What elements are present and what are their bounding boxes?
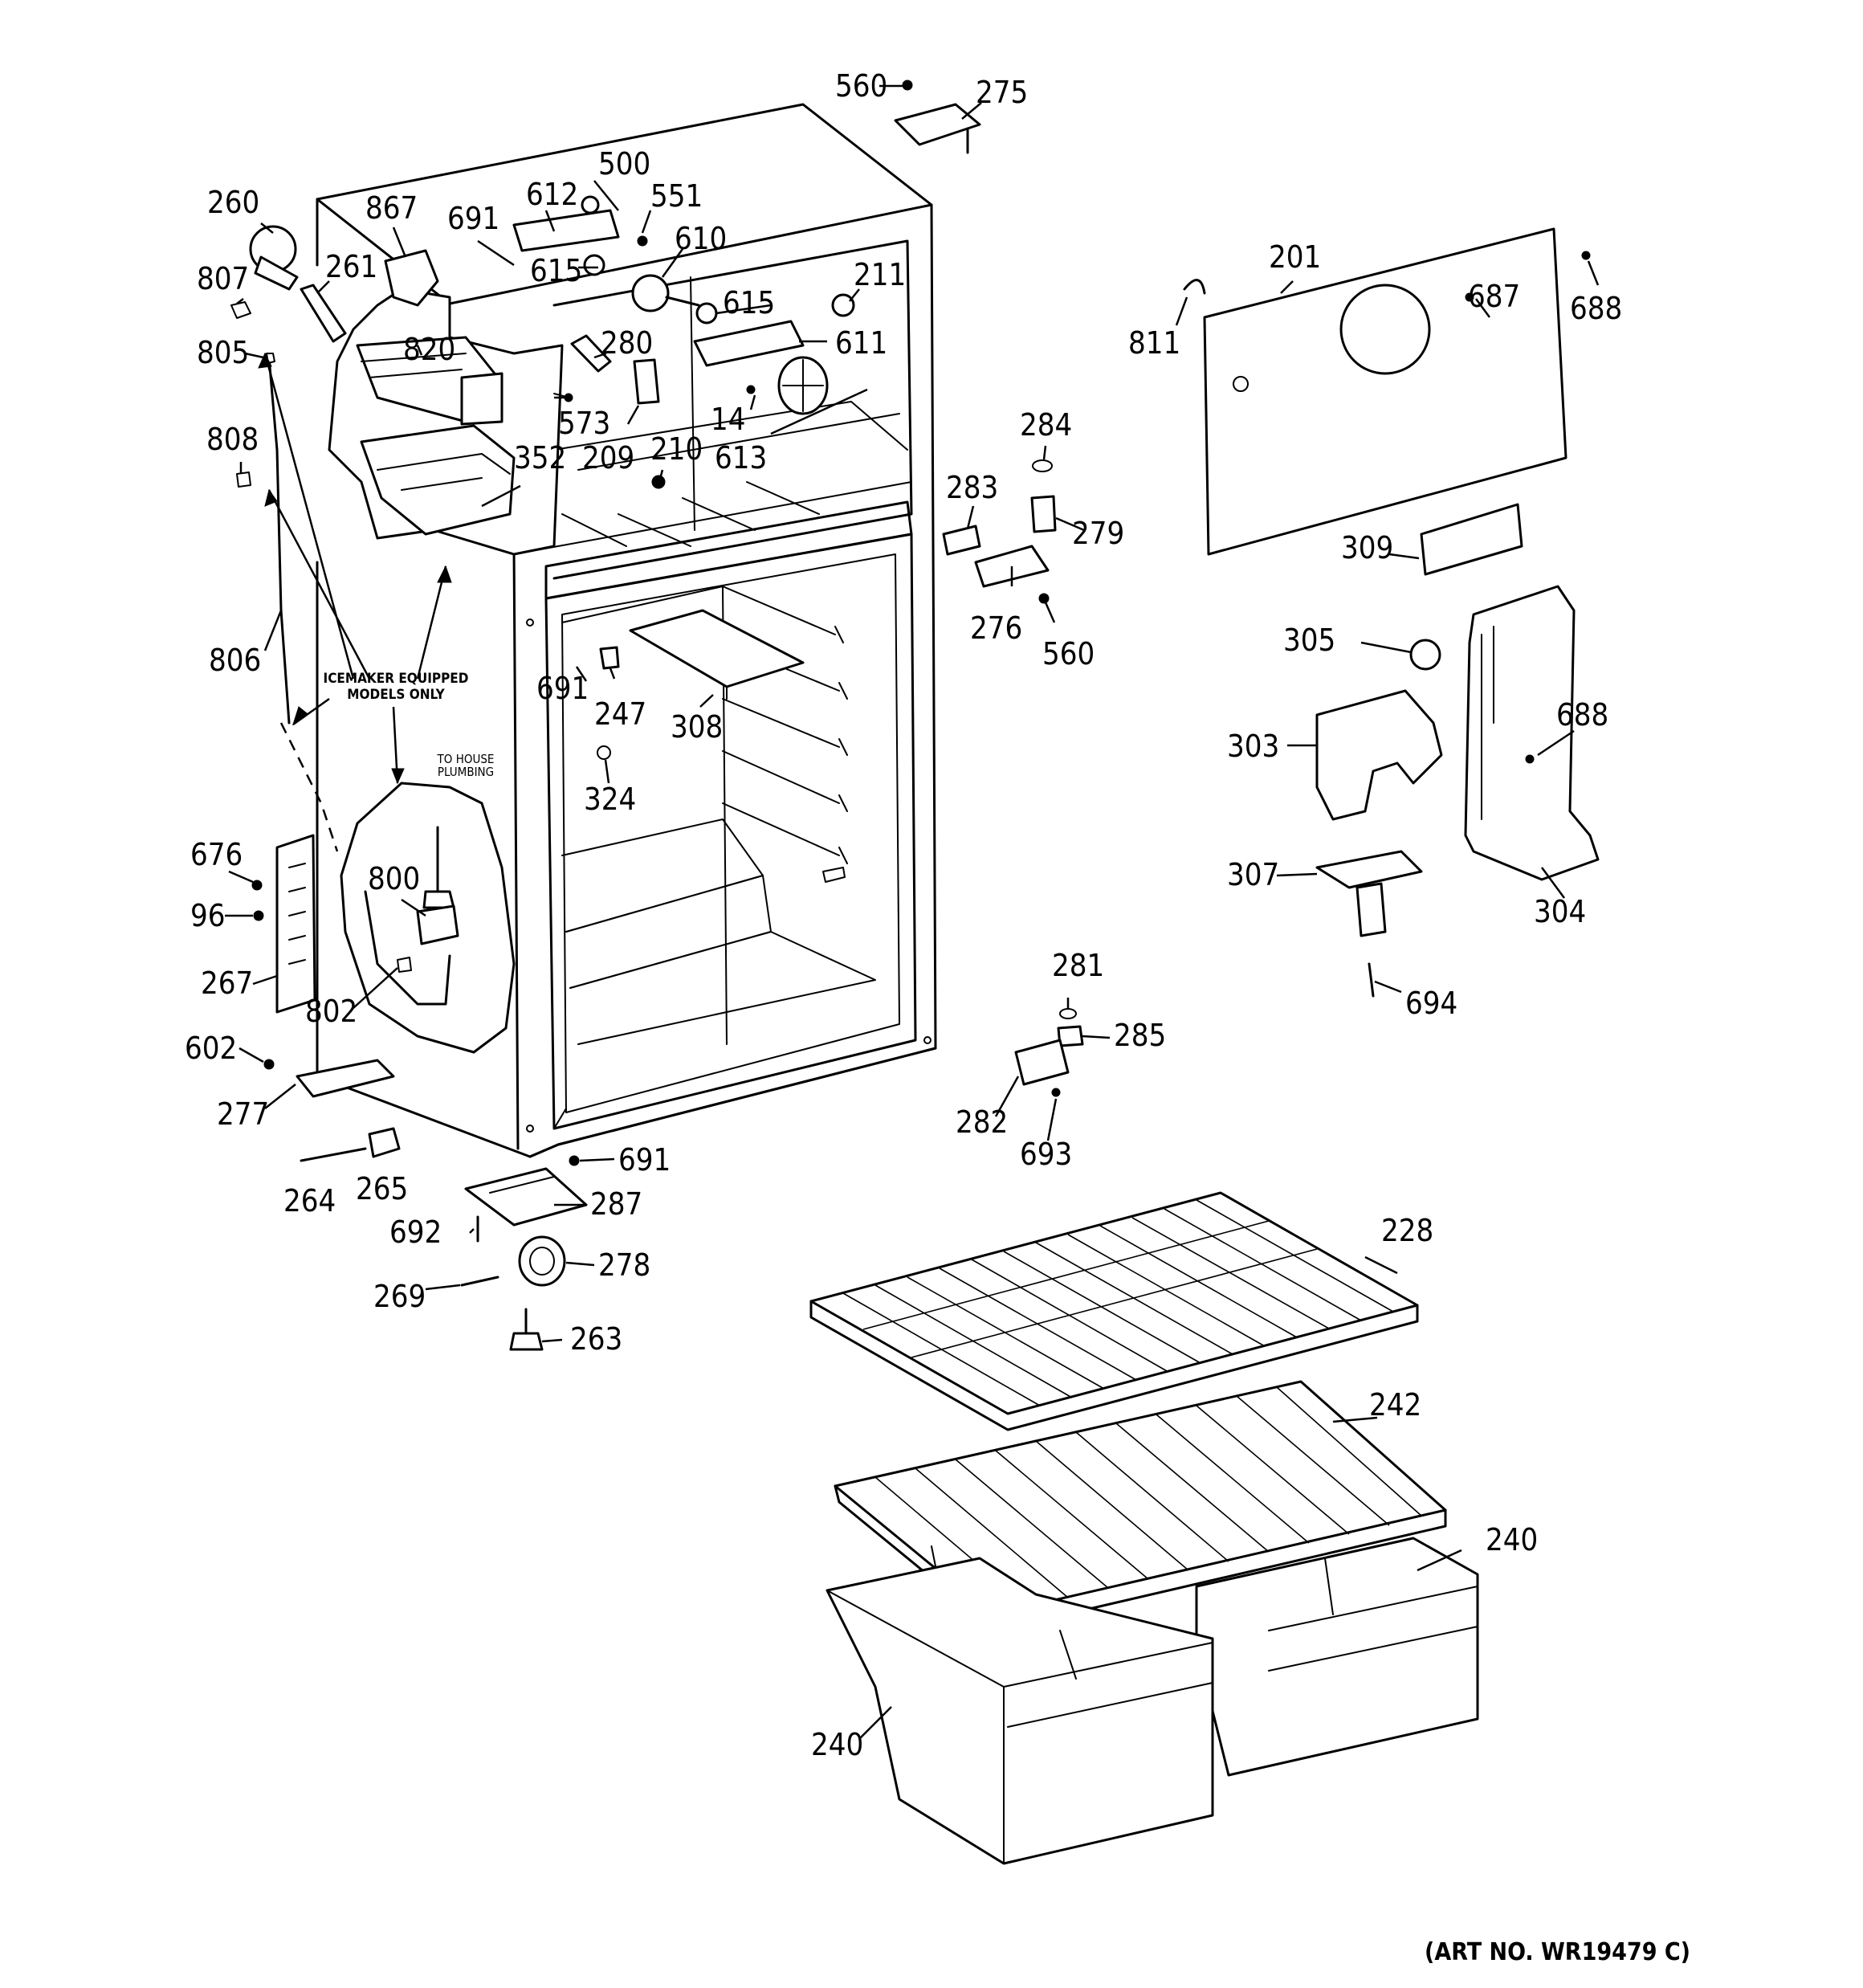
part-label-269: 269: [373, 1279, 426, 1314]
part-label-805: 805: [197, 335, 249, 370]
part-label-676: 676: [190, 837, 243, 872]
leader-lines: [225, 84, 1600, 1740]
part-label-500: 500: [598, 146, 650, 182]
part-label-309: 309: [1341, 530, 1393, 565]
part-label-283: 283: [946, 470, 998, 505]
part-label-240-left: 240: [811, 1727, 863, 1762]
evaporator-cover: [1183, 227, 1591, 576]
part-label-307: 307: [1227, 857, 1279, 892]
plumbing-note-line-1: TO HOUSE: [437, 752, 495, 766]
part-label-602: 602: [185, 1031, 237, 1066]
part-label-820: 820: [403, 332, 455, 367]
icemaker-note-line-2: MODELS ONLY: [347, 687, 445, 703]
part-label-285: 285: [1114, 1018, 1166, 1053]
cabinet-body: [316, 103, 937, 1158]
part-label-807: 807: [197, 261, 249, 296]
part-label-261: 261: [325, 249, 377, 284]
part-label-211: 211: [854, 257, 906, 292]
part-label-247: 247: [594, 696, 646, 732]
part-label-96: 96: [190, 898, 226, 933]
part-label-278: 278: [598, 1247, 650, 1283]
part-label-615-right: 615: [723, 285, 775, 320]
part-label-276: 276: [970, 610, 1022, 646]
part-label-287: 287: [590, 1186, 642, 1222]
art-number: (ART NO. WR19479 C): [1425, 1938, 1690, 1966]
wire-shelf: [809, 1191, 1419, 1431]
part-label-279: 279: [1072, 516, 1124, 551]
part-label-264: 264: [283, 1183, 336, 1219]
part-label-688-top: 688: [1570, 291, 1622, 326]
part-label-687: 687: [1468, 279, 1520, 314]
part-label-691-shelf: 691: [536, 671, 589, 706]
part-label-14: 14: [711, 402, 746, 437]
part-label-263: 263: [570, 1321, 622, 1357]
part-label-242: 242: [1369, 1387, 1421, 1423]
part-label-305: 305: [1283, 623, 1335, 658]
part-label-260: 260: [207, 185, 259, 220]
part-label-304: 304: [1534, 894, 1586, 929]
shelf-brackets: [597, 609, 805, 760]
icemaker-note-line-1: ICEMAKER EQUIPPED: [324, 671, 469, 687]
part-label-284: 284: [1020, 407, 1072, 443]
part-label-808: 808: [206, 422, 259, 457]
part-label-282: 282: [956, 1104, 1008, 1140]
part-label-352: 352: [514, 440, 566, 476]
part-label-806: 806: [209, 643, 261, 678]
part-label-324: 324: [584, 782, 636, 817]
part-label-275: 275: [976, 75, 1028, 110]
water-valve-inset: [340, 782, 516, 1054]
part-label-691-top: 691: [447, 201, 499, 236]
hinge-parts-left: [251, 834, 588, 1351]
top-hinge: [894, 80, 981, 154]
notes: ICEMAKER EQUIPPED MODELS ONLY TO HOUSE P…: [324, 671, 1690, 1966]
part-label-201: 201: [1269, 239, 1321, 275]
part-label-277: 277: [217, 1096, 269, 1132]
part-label-560-mid: 560: [1042, 636, 1095, 672]
part-label-612: 612: [526, 177, 578, 212]
part-label-692: 692: [389, 1214, 442, 1250]
part-label-281: 281: [1052, 948, 1104, 983]
part-label-800: 800: [368, 861, 420, 896]
part-label-693: 693: [1020, 1137, 1072, 1172]
plumbing-note-line-2: PLUMBING: [438, 765, 494, 779]
part-label-691-bottom: 691: [618, 1142, 671, 1178]
ice-dispenser-parts: [1315, 585, 1600, 998]
part-label-267: 267: [201, 965, 253, 1001]
part-label-611: 611: [835, 325, 887, 361]
part-label-811: 811: [1128, 325, 1180, 361]
part-label-867: 867: [365, 190, 418, 226]
part-label-280: 280: [601, 325, 653, 361]
part-label-210: 210: [650, 431, 703, 467]
part-label-303: 303: [1227, 729, 1279, 764]
part-label-240-right: 240: [1486, 1522, 1538, 1557]
center-hinge-parts: [942, 459, 1084, 1097]
part-label-613: 613: [715, 440, 767, 476]
part-label-265: 265: [356, 1171, 408, 1206]
part-label-694: 694: [1405, 986, 1457, 1021]
icemaker-assembly: [230, 195, 855, 852]
part-label-228: 228: [1381, 1213, 1433, 1248]
part-label-573: 573: [558, 406, 610, 441]
part-label-615-left: 615: [530, 253, 582, 288]
crisper-drawers: [826, 1537, 1479, 1865]
part-label-802: 802: [305, 994, 357, 1029]
part-label-560-top: 560: [835, 68, 887, 104]
part-label-688-mid: 688: [1556, 697, 1608, 733]
part-label-209: 209: [582, 440, 634, 476]
part-label-308: 308: [671, 709, 723, 745]
part-label-610: 610: [675, 221, 727, 256]
part-label-551: 551: [650, 178, 703, 214]
part-labels: 560 275 500 612 551 691 610 615 211 615 …: [185, 68, 1622, 1762]
